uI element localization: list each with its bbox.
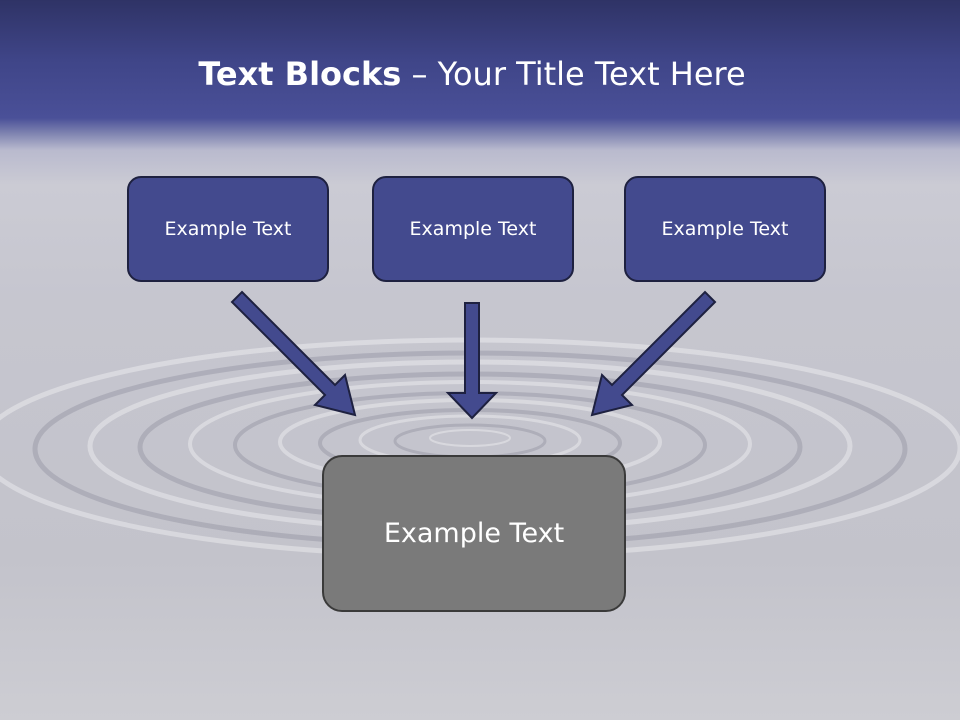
target-block[interactable]: Example Text [322, 455, 626, 612]
arrow-down-left [590, 290, 717, 417]
text-block-left[interactable]: Example Text [127, 176, 329, 282]
slide-title: Text Blocks – Your Title Text Here [0, 50, 944, 98]
title-regular-part: – Your Title Text Here [401, 55, 746, 93]
target-block-label: Example Text [383, 518, 565, 549]
arrow-down-right [230, 290, 357, 417]
text-block-right-label: Example Text [661, 218, 789, 240]
title-bold-part: Text Blocks [198, 55, 402, 93]
text-block-center-label: Example Text [409, 218, 537, 240]
text-block-center[interactable]: Example Text [372, 176, 574, 282]
arrow-down [445, 302, 499, 420]
text-block-left-label: Example Text [164, 218, 292, 240]
text-block-right[interactable]: Example Text [624, 176, 826, 282]
